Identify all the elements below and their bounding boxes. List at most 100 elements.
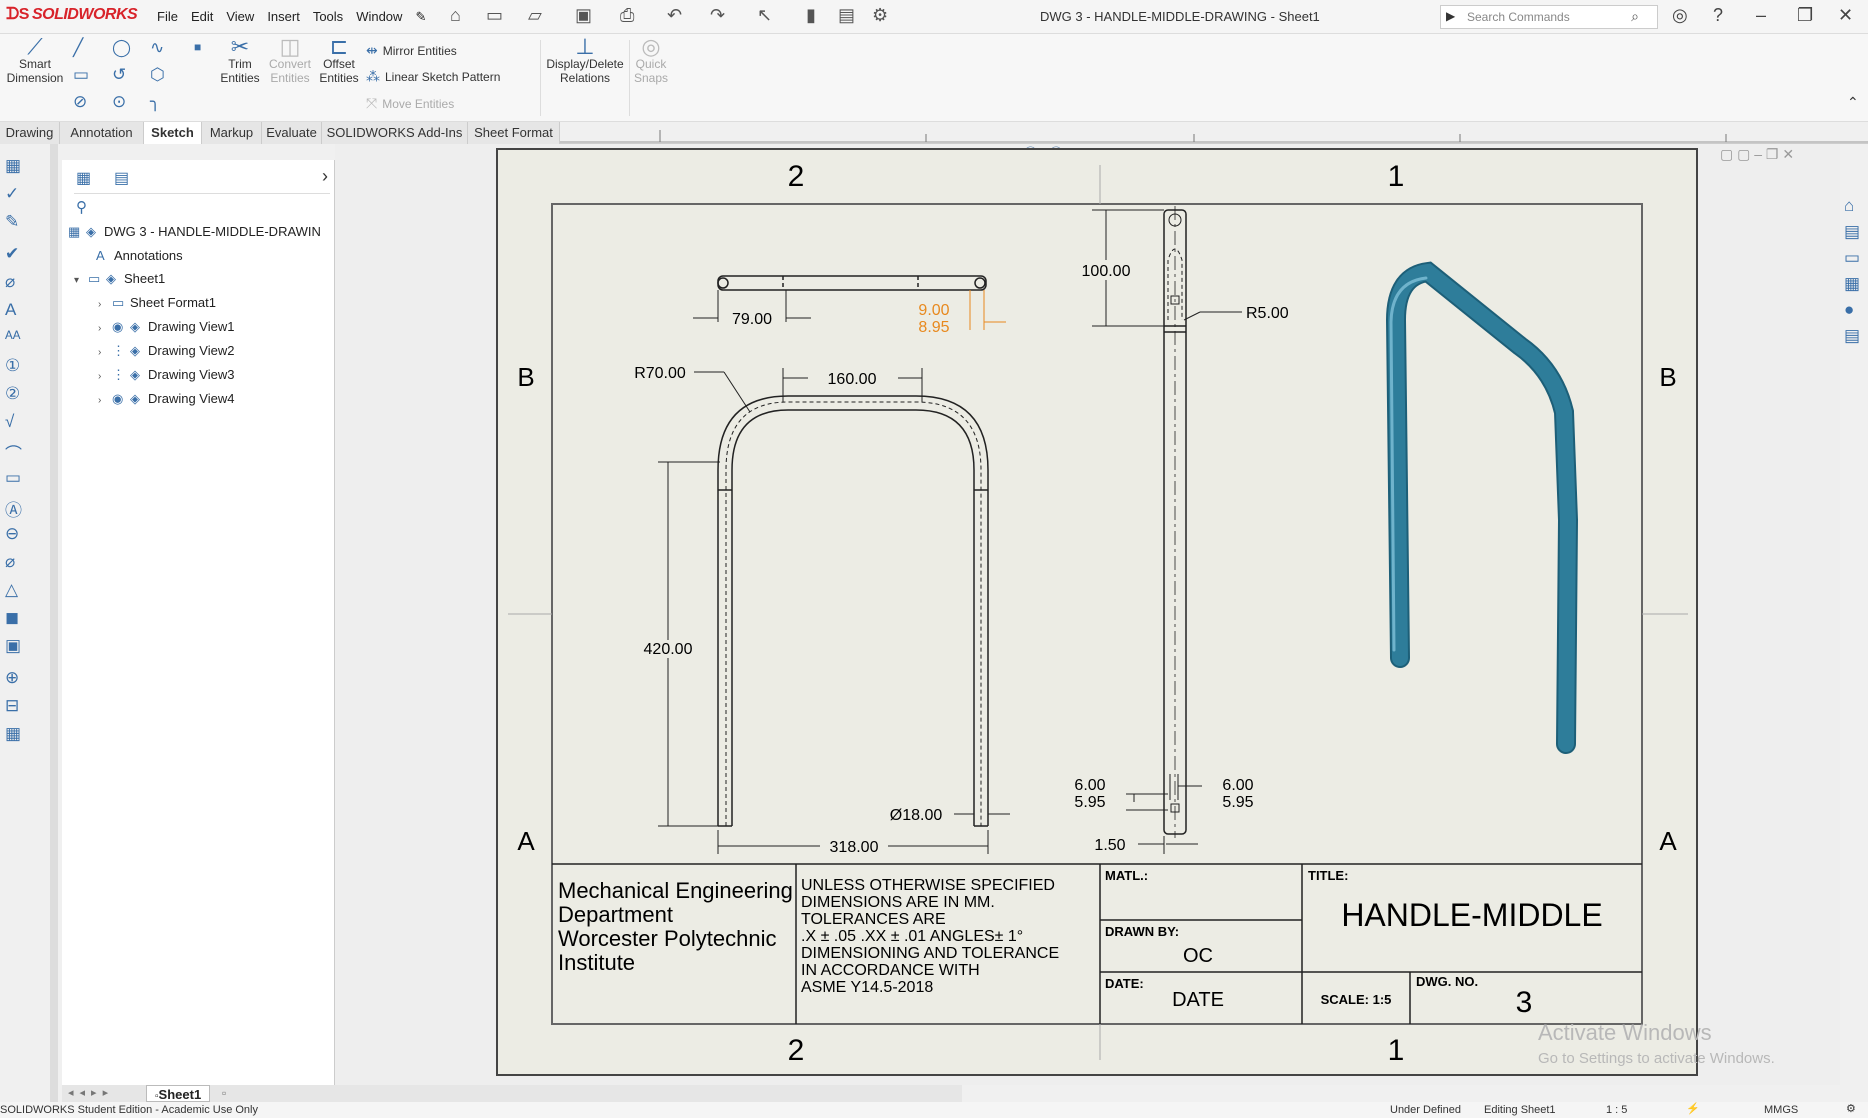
- weld-symbol-icon[interactable]: ⌒: [5, 445, 22, 464]
- dim-9[interactable]: [969, 290, 1006, 330]
- isometric-view[interactable]: [1385, 261, 1579, 754]
- table-icon[interactable]: ▦: [5, 724, 22, 743]
- note-icon[interactable]: A: [5, 300, 17, 319]
- slot-icon[interactable]: ⊘: [73, 92, 88, 111]
- tree-item-sheet1[interactable]: ▾▭◈Sheet1: [74, 271, 166, 286]
- menu-view[interactable]: View: [226, 9, 255, 24]
- arc-icon[interactable]: ↺: [112, 65, 127, 84]
- dim-text-160[interactable]: 160.00: [828, 371, 877, 388]
- menu-window[interactable]: Window: [356, 9, 403, 24]
- dim-text-r5[interactable]: R5.00: [1246, 305, 1289, 322]
- dim-text-1-50[interactable]: 1.50: [1094, 837, 1125, 854]
- dim-79[interactable]: [693, 290, 811, 322]
- property-manager-icon[interactable]: ▤: [114, 170, 130, 187]
- geometric-tolerance-icon[interactable]: ⌀: [5, 552, 16, 571]
- model-items-icon[interactable]: ▦: [5, 156, 22, 175]
- dim-318[interactable]: [717, 830, 989, 854]
- dim-text-dia18[interactable]: Ø18.00: [890, 807, 943, 824]
- status-units[interactable]: MMGS: [1764, 1104, 1799, 1116]
- expand-icon[interactable]: ›: [98, 395, 102, 406]
- menu-file[interactable]: File: [157, 9, 178, 24]
- top-view[interactable]: [717, 275, 987, 291]
- feature-manager-icon[interactable]: ▦: [76, 170, 92, 187]
- rebuild-status-icon[interactable]: ⚡: [1686, 1103, 1700, 1115]
- options-gear-icon[interactable]: ⚙: [872, 5, 889, 25]
- fillet-icon[interactable]: ╮: [150, 92, 161, 111]
- file-explorer-icon[interactable]: ▭: [1844, 248, 1861, 267]
- dim-text-79[interactable]: 79.00: [732, 311, 772, 328]
- account-icon[interactable]: ◎: [1672, 5, 1688, 25]
- check-icon[interactable]: ✔: [5, 244, 20, 263]
- tab-annotation[interactable]: Annotation: [60, 122, 144, 144]
- tree-item-sheet-format[interactable]: ›▭Sheet Format1: [98, 295, 216, 310]
- polygon-icon[interactable]: ⬡: [150, 65, 165, 84]
- solidworks-resources-icon[interactable]: ⌂: [1844, 196, 1855, 215]
- dim-text-6-left[interactable]: 6.00: [1074, 777, 1105, 794]
- format-painter-icon[interactable]: ✎: [5, 212, 20, 231]
- collapse-icon[interactable]: ▾: [74, 275, 80, 286]
- dim-r70[interactable]: [694, 371, 751, 413]
- tab-sketch[interactable]: Sketch: [144, 122, 202, 144]
- tab-drawing[interactable]: Drawing: [0, 122, 60, 144]
- search-commands-input[interactable]: ▶ Search Commands ⌕: [1440, 5, 1658, 29]
- restore-icon[interactable]: ❐: [1797, 5, 1814, 25]
- brush-icon[interactable]: ⌀: [5, 272, 16, 291]
- drawing-sheet[interactable]: 2 1 2 1 B A B A 79.00 9.00 8.95: [496, 148, 1698, 1076]
- move-entities-button[interactable]: ⤧Move Entities: [366, 95, 455, 111]
- sheet-tab-sheet1[interactable]: ▫Sheet1: [146, 1085, 211, 1102]
- menu-insert[interactable]: Insert: [267, 9, 300, 24]
- tree-item-drawing-view2[interactable]: ›⋮◈Drawing View2: [98, 343, 235, 358]
- menu-edit[interactable]: Edit: [190, 9, 214, 24]
- status-scale[interactable]: 1 : 5: [1606, 1104, 1628, 1116]
- print-icon[interactable]: ⎙: [620, 5, 635, 25]
- dim-160[interactable]: [782, 368, 923, 402]
- dim-r5[interactable]: [1183, 311, 1242, 321]
- front-view[interactable]: [717, 395, 989, 827]
- hole-callout-icon[interactable]: ▭: [5, 468, 22, 487]
- dim-text-318[interactable]: 318.00: [830, 839, 879, 856]
- sheet-nav-arrows[interactable]: ◂◂▸▸: [68, 1087, 115, 1099]
- undo-icon[interactable]: ↶: [667, 5, 683, 25]
- menu-tools[interactable]: Tools: [312, 9, 344, 24]
- add-sheet-icon[interactable]: ▫: [222, 1086, 227, 1100]
- tree-item-drawing-view1[interactable]: ›◉◈Drawing View1: [98, 319, 235, 334]
- center-mark-icon[interactable]: ⊕: [5, 668, 20, 687]
- close-icon[interactable]: ✕: [1838, 5, 1854, 25]
- tab-solidworks-add-ins[interactable]: SOLIDWORKS Add-Ins: [322, 122, 468, 144]
- design-library-icon[interactable]: ▤: [1844, 222, 1861, 241]
- tree-root[interactable]: ▦◈DWG 3 - HANDLE-MIDDLE-DRAWIN: [68, 224, 321, 239]
- select-icon[interactable]: ↖: [757, 5, 773, 25]
- area-hatch-icon[interactable]: ◼: [5, 608, 20, 627]
- expand-icon[interactable]: ›: [98, 299, 102, 310]
- open-icon[interactable]: ▱: [528, 5, 542, 25]
- tree-item-drawing-view4[interactable]: ›◉◈Drawing View4: [98, 391, 235, 406]
- home-icon[interactable]: ⌂: [450, 5, 461, 25]
- dim-6-left[interactable]: [1126, 793, 1168, 811]
- save-icon[interactable]: ▣: [575, 5, 593, 25]
- dim-text-100[interactable]: 100.00: [1082, 263, 1131, 280]
- block-icon[interactable]: ▣: [5, 636, 22, 655]
- line-icon[interactable]: ╱: [73, 38, 84, 57]
- toolbar-scrollbar[interactable]: [50, 144, 58, 1102]
- collapse-ribbon-icon[interactable]: ⌃: [1847, 94, 1859, 110]
- dim-420[interactable]: [658, 461, 720, 827]
- ellipse-icon[interactable]: ⊙: [112, 92, 127, 111]
- centerline-icon[interactable]: ⊟: [5, 696, 20, 715]
- mirror-entities-button[interactable]: ⇹Mirror Entities: [366, 42, 457, 58]
- dim-text-420[interactable]: 420.00: [644, 641, 693, 658]
- circle-icon[interactable]: ◯: [112, 38, 132, 57]
- datum-target-icon[interactable]: ⊖: [5, 524, 20, 543]
- dim-text-5-95-left[interactable]: 5.95: [1074, 794, 1105, 811]
- appearances-icon[interactable]: ●: [1844, 300, 1855, 319]
- help-icon[interactable]: ?: [1713, 5, 1724, 25]
- expand-panel-icon[interactable]: ›: [322, 166, 328, 186]
- custom-properties-icon[interactable]: ▤: [1844, 326, 1861, 345]
- auto-balloon-icon[interactable]: ②: [5, 384, 21, 403]
- new-document-icon[interactable]: ▭: [486, 5, 504, 25]
- minimize-icon[interactable]: –: [1756, 5, 1767, 25]
- point-icon[interactable]: ■: [194, 40, 202, 54]
